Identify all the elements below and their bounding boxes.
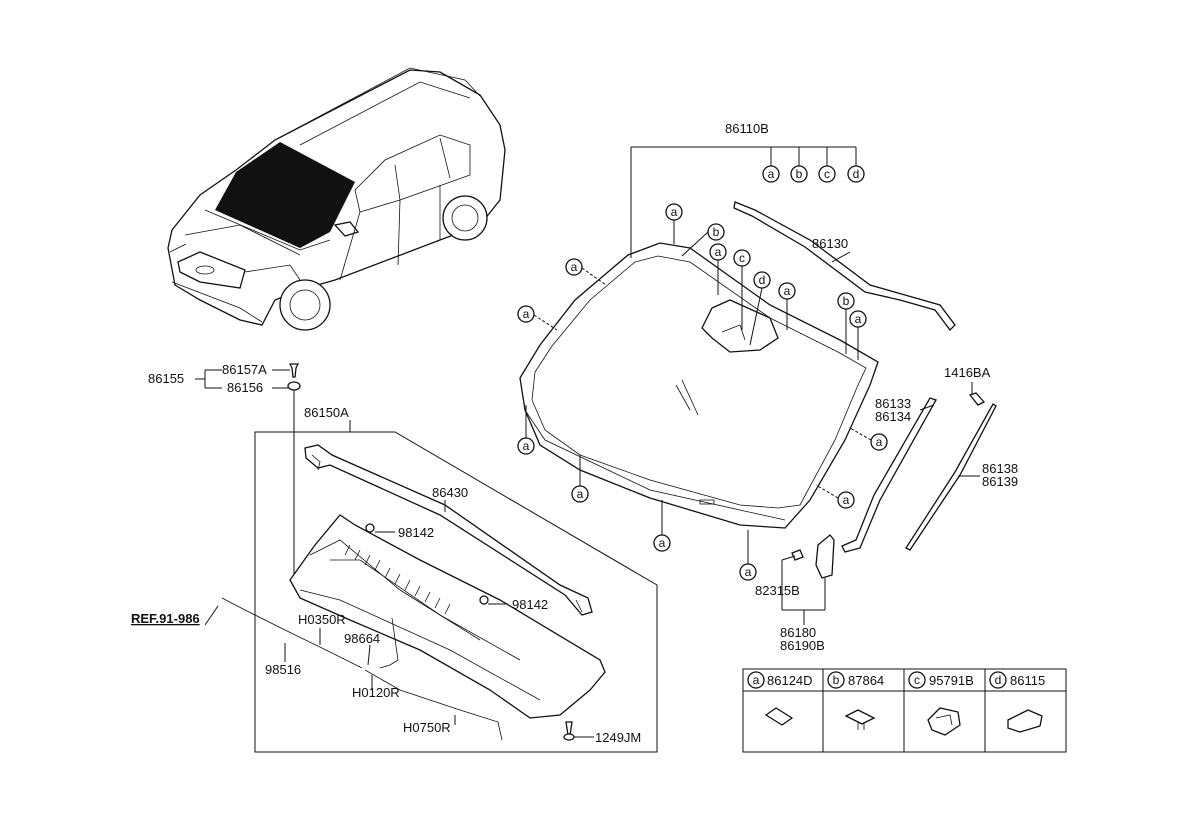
legend-item-b: b 87864 [827, 671, 884, 730]
label-ref-91-986: REF.91-986 [131, 611, 200, 626]
windshield-callouts: a a a b a c d a b a a a a [517, 203, 888, 581]
label-86134: 86134 [875, 409, 911, 424]
cowl-panel [289, 514, 606, 719]
svg-text:c: c [824, 167, 830, 181]
label-86138: 86138 [982, 461, 1018, 476]
label-82315B: 82315B [755, 583, 800, 598]
svg-text:a: a [523, 439, 530, 453]
svg-text:87864: 87864 [848, 673, 884, 688]
legend-item-a: a 86124D [747, 671, 813, 726]
label-86150A: 86150A [304, 405, 349, 420]
svg-text:a: a [768, 167, 775, 181]
svg-text:a: a [855, 312, 862, 326]
svg-text:a: a [659, 536, 666, 550]
windshield-glass-assembly [519, 242, 879, 529]
garnish-86180 [781, 534, 835, 625]
svg-text:d: d [759, 273, 766, 287]
windshield-highlight [215, 142, 355, 248]
seal-strip-86430 [304, 444, 593, 616]
label-98664: 98664 [344, 631, 380, 646]
ref-leader [204, 605, 219, 626]
svg-text:b: b [843, 294, 850, 308]
label-86155: 86155 [148, 371, 184, 386]
screw-1249JM [563, 721, 594, 741]
svg-text:b: b [796, 167, 803, 181]
label-98142-lower: 98142 [512, 597, 548, 612]
svg-text:a: a [523, 307, 530, 321]
svg-text:95791B: 95791B [929, 673, 974, 688]
label-86430: 86430 [432, 485, 468, 500]
top-moulding-86130 [733, 201, 956, 331]
washer-hoses [221, 597, 503, 741]
svg-text:c: c [914, 673, 920, 687]
svg-text:b: b [713, 225, 720, 239]
svg-text:a: a [753, 673, 760, 687]
svg-text:a: a [745, 565, 752, 579]
legend-table: a 86124D b 87864 c 95791B d 86115 [742, 668, 1067, 753]
leader-86110B [630, 146, 857, 258]
label-86130: 86130 [812, 236, 848, 251]
svg-text:d: d [853, 167, 860, 181]
label-86190B: 86190B [780, 638, 825, 653]
label-98142-upper: 98142 [398, 525, 434, 540]
svg-text:a: a [784, 284, 791, 298]
legend-item-d: d 86115 [989, 671, 1045, 733]
svg-text:a: a [715, 245, 722, 259]
label-86110B: 86110B [725, 121, 769, 136]
svg-text:a: a [571, 260, 578, 274]
label-1249JM: 1249JM [595, 730, 641, 745]
callout-top-d: d [847, 165, 865, 183]
svg-text:86124D: 86124D [767, 673, 813, 688]
label-H0750R: H0750R [403, 720, 451, 735]
cowl-assembly-frame [254, 431, 658, 753]
label-98516: 98516 [265, 662, 301, 677]
leader-86155 [195, 363, 301, 580]
callout-top-b: b [790, 165, 808, 183]
label-86156: 86156 [227, 380, 263, 395]
callout-top-c: c [818, 165, 836, 183]
svg-text:d: d [995, 673, 1002, 687]
car-illustration [167, 67, 506, 331]
svg-text:a: a [876, 435, 883, 449]
label-86133: 86133 [875, 396, 911, 411]
svg-text:a: a [843, 493, 850, 507]
label-86157A: 86157A [222, 362, 267, 377]
label-H0350R: H0350R [298, 612, 346, 627]
label-1416BA: 1416BA [944, 365, 991, 380]
svg-text:a: a [671, 205, 678, 219]
svg-text:86115: 86115 [1010, 673, 1045, 688]
legend-item-c: c 95791B [908, 671, 974, 736]
clip-1416BA [968, 382, 986, 406]
side-moulding-86133 [841, 397, 937, 553]
svg-text:b: b [833, 673, 840, 687]
label-86180: 86180 [780, 625, 816, 640]
side-strip-86138 [905, 403, 997, 551]
svg-text:a: a [577, 487, 584, 501]
label-86139: 86139 [982, 474, 1018, 489]
svg-text:c: c [739, 251, 745, 265]
label-H0120R: H0120R [352, 685, 400, 700]
callout-top-a: a [762, 165, 780, 183]
